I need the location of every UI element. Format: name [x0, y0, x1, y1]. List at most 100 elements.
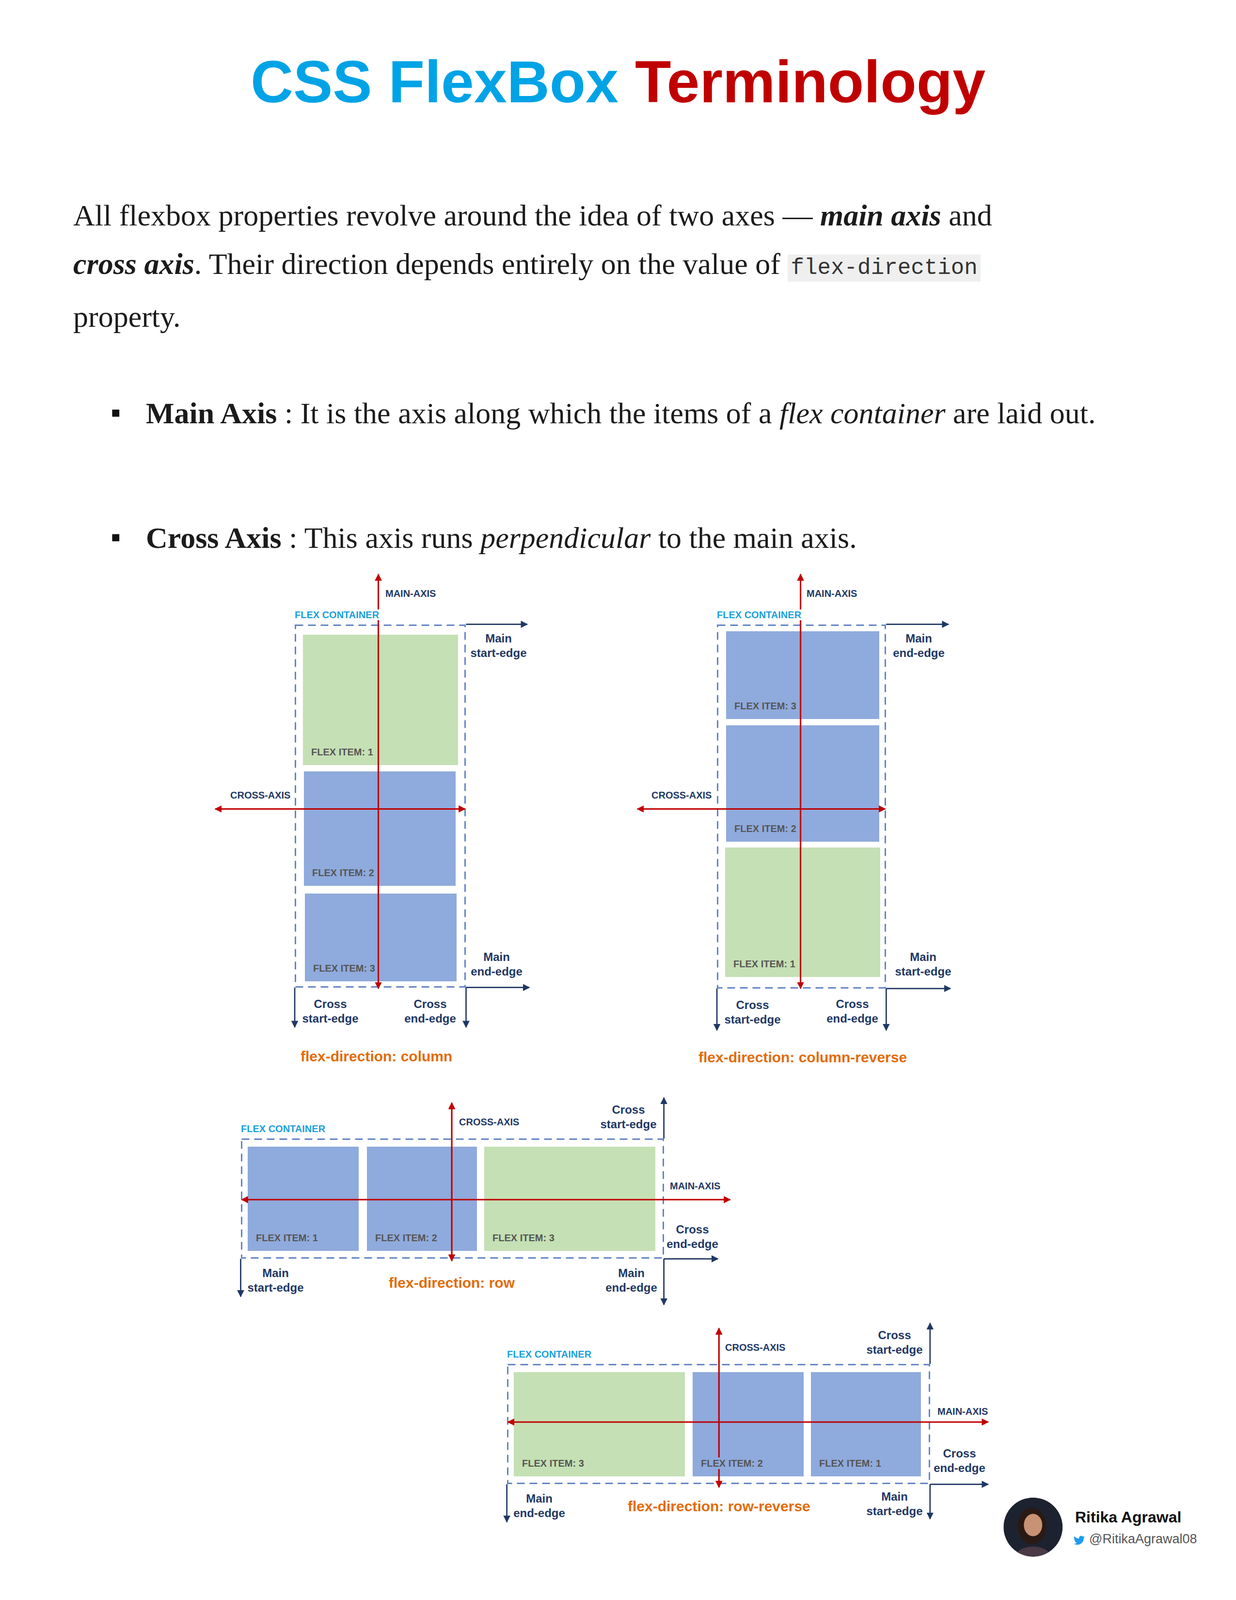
flex-container: FLEX CONTAINERFLEX ITEM: 3FLEX ITEM: 2FL… — [716, 624, 887, 989]
container-heading: FLEX CONTAINER — [505, 1348, 593, 1360]
bullet-square — [111, 534, 120, 542]
key-term: main axis — [820, 198, 942, 232]
term-name: Cross Axis — [145, 521, 282, 555]
author-avatar — [1003, 1497, 1063, 1567]
term-name: Main Axis — [145, 396, 277, 430]
cross-axis-line — [215, 808, 465, 810]
author-handle: @RitikaAgrawal08 — [1089, 1530, 1198, 1547]
title-row: CSS FlexBox Terminology — [0, 46, 1236, 118]
item-label: FLEX ITEM: 3 — [491, 1231, 556, 1244]
edge-arrow — [466, 623, 528, 625]
intro-paragraph: All flexbox properties revolve around th… — [73, 190, 1024, 341]
label-holder: Main end-edge — [470, 949, 523, 979]
edge-arrow — [929, 1322, 931, 1364]
cross-axis-line — [450, 1102, 453, 1261]
emphasis: perpendicular — [480, 521, 651, 555]
item-label: FLEX ITEM: 2 — [699, 1457, 765, 1469]
twitter-icon — [1073, 1535, 1085, 1545]
dashed-border — [507, 1364, 930, 1484]
bullet-item: Cross Axis : This axis runs perpendicula… — [145, 513, 1140, 562]
flex-item: FLEX ITEM: 2 — [366, 1146, 477, 1251]
flex-item: FLEX ITEM: 1 — [302, 634, 459, 765]
flex-item: FLEX ITEM: 2 — [303, 771, 456, 886]
body-text: to the main axis. — [658, 521, 857, 555]
main-axis-line — [507, 1420, 989, 1423]
direction-caption: flex-direction: row-reverse — [627, 1497, 811, 1515]
label-holder: flex-direction: row — [388, 1273, 515, 1292]
flex-item: FLEX ITEM: 1 — [725, 847, 881, 977]
label-holder: Main start-edge — [469, 631, 528, 661]
container-heading: FLEX CONTAINER — [239, 1123, 327, 1134]
edge-arrow — [239, 1258, 242, 1297]
direction-caption: flex-direction: row — [388, 1273, 515, 1292]
edge-label: Cross start-edge — [599, 1102, 658, 1132]
label-holder: MAIN-AXIS — [385, 587, 436, 600]
edge-label: Main end-edge — [512, 1490, 566, 1521]
dashed-border — [717, 625, 886, 988]
direction-caption: flex-direction: column-reverse — [698, 1048, 907, 1066]
label-holder: Cross end-edge — [825, 996, 879, 1026]
flex-item: FLEX ITEM: 1 — [810, 1371, 921, 1476]
page-title: CSS FlexBox Terminology — [250, 46, 986, 118]
label-holder: Main start-edge — [865, 1489, 924, 1519]
item-label: FLEX ITEM: 1 — [731, 957, 797, 970]
avatar-ground — [1003, 1497, 1063, 1557]
flex-item: FLEX ITEM: 2 — [726, 725, 880, 842]
label-holder: Main end-edge — [512, 1490, 566, 1521]
label-holder: flex-direction: row-reverse — [627, 1497, 811, 1515]
edge-label: Main end-edge — [470, 949, 523, 979]
edge-arrow — [716, 988, 718, 1030]
edge-arrow — [930, 1483, 989, 1485]
main-axis-line — [799, 574, 802, 989]
axis-label: CROSS-AXIS — [230, 789, 291, 801]
label-holder: CROSS-AXIS — [459, 1115, 520, 1128]
key-term: cross axis — [73, 247, 195, 281]
label-holder: Cross end-edge — [665, 1221, 719, 1252]
main-axis-line — [241, 1198, 731, 1201]
edge-arrow — [294, 987, 296, 1028]
heading-holder: FLEX CONTAINER — [505, 1348, 593, 1360]
body-text: : It is the axis along which the items o… — [284, 396, 773, 430]
edge-label: Cross start-edge — [723, 997, 782, 1027]
flex-item: FLEX ITEM: 2 — [692, 1371, 804, 1476]
body-text: property. — [73, 300, 181, 333]
label-holder: Cross end-edge — [933, 1445, 986, 1475]
edge-label: Cross end-edge — [665, 1221, 719, 1252]
emphasis: flex container — [779, 396, 946, 430]
axis-label: MAIN-AXIS — [937, 1405, 988, 1417]
label-holder: Main start-edge — [246, 1265, 305, 1295]
axis-label: MAIN-AXIS — [385, 587, 436, 600]
flex-item: FLEX ITEM: 3 — [726, 631, 880, 719]
edge-label: Main start-edge — [246, 1265, 305, 1295]
item-label: FLEX ITEM: 2 — [310, 866, 376, 879]
heading-holder: FLEX CONTAINER — [293, 609, 381, 620]
avatar-face — [1023, 1513, 1043, 1536]
edge-arrow — [885, 988, 888, 1030]
item-label: FLEX ITEM: 2 — [373, 1231, 439, 1244]
edge-arrow — [664, 1257, 719, 1260]
axis-label: MAIN-AXIS — [806, 587, 857, 600]
label-holder: Cross start-edge — [301, 996, 360, 1026]
label-holder: Main end-edge — [604, 1265, 658, 1295]
label-holder: Main end-edge — [892, 631, 946, 661]
label-holder: Cross end-edge — [403, 996, 457, 1026]
container-heading: FLEX CONTAINER — [293, 609, 381, 620]
edge-label: Cross end-edge — [825, 996, 879, 1026]
flex-item: FLEX ITEM: 3 — [484, 1146, 656, 1251]
item-label: FLEX ITEM: 1 — [309, 745, 375, 758]
edge-label: Main end-edge — [604, 1265, 658, 1295]
flex-container: FLEX CONTAINERFLEX ITEM: 1FLEX ITEM: 2FL… — [240, 1138, 665, 1259]
label-holder: Cross start-edge — [599, 1102, 658, 1132]
dashed-border — [295, 625, 466, 987]
avatar-body — [1015, 1546, 1051, 1567]
item-label: FLEX ITEM: 1 — [817, 1457, 883, 1469]
bullet-item: Main Axis : It is the axis along which t… — [145, 388, 1140, 438]
container-heading: FLEX CONTAINER — [715, 609, 803, 620]
edge-arrow — [506, 1483, 508, 1522]
body-text: All flexbox properties revolve around th… — [73, 198, 813, 232]
item-label: FLEX ITEM: 1 — [254, 1231, 320, 1244]
edge-arrow — [929, 1483, 931, 1519]
